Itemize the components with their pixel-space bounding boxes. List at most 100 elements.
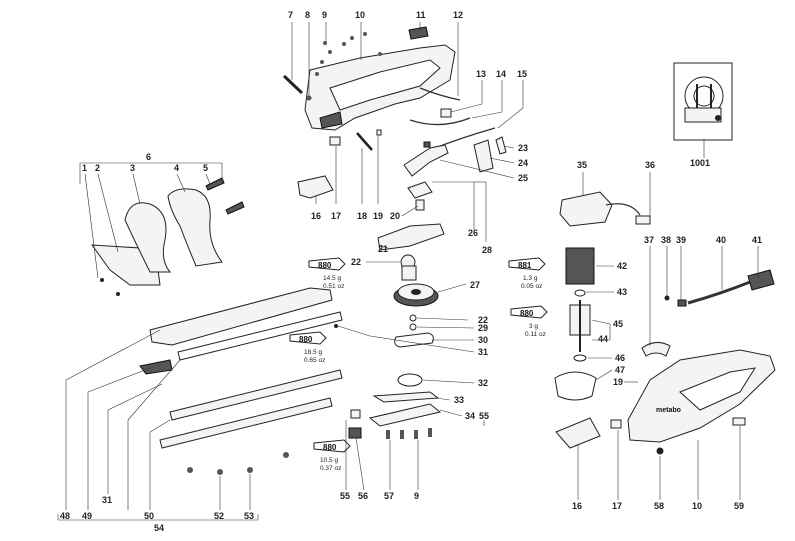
svg-text:3 g: 3 g	[529, 323, 538, 330]
svg-text:881: 881	[518, 261, 532, 270]
callout-20: 20	[390, 211, 400, 221]
svg-text:880: 880	[520, 309, 534, 318]
part-36	[635, 215, 651, 225]
svg-text:10.5 g: 10.5 g	[320, 457, 338, 464]
part-35-switch	[559, 191, 613, 227]
callout-9: 9	[322, 10, 327, 20]
part-11	[408, 26, 429, 40]
callout-54b: 55	[479, 411, 489, 421]
callout-4: 4	[174, 163, 179, 173]
callout-56: 56	[358, 491, 368, 501]
part-44-45-armature	[569, 300, 591, 352]
part-13	[440, 108, 452, 118]
part-1001-inset	[673, 62, 733, 141]
callout-22b: 22	[478, 315, 488, 325]
callout-38: 38	[661, 235, 671, 245]
grease-tube: 880 10.5 g 0.37 oz	[313, 439, 351, 472]
callout-19b: 19	[613, 377, 623, 387]
callout-6: 6	[146, 152, 151, 162]
callout-10b: 10	[692, 501, 702, 511]
grease-tube: 880 18.5 g 0.65 oz	[289, 331, 327, 364]
callout-9b: 9	[414, 491, 419, 501]
callout-58: 58	[654, 501, 664, 511]
part-57-9-screws	[386, 428, 432, 439]
callout-47: 47	[615, 365, 625, 375]
part-17	[329, 136, 341, 146]
callout-26: 26	[468, 228, 478, 238]
callout-50: 50	[144, 511, 154, 521]
callout-57: 57	[384, 491, 394, 501]
part-33-plate	[372, 391, 440, 403]
callout-23: 23	[518, 143, 528, 153]
callout-21: 21	[378, 244, 388, 254]
svg-text:0.51 oz: 0.51 oz	[323, 283, 344, 290]
part-34-plate	[368, 403, 442, 427]
part-16-trigger	[297, 175, 334, 199]
callout-45: 45	[613, 319, 623, 329]
part-43-bearing	[574, 289, 586, 297]
callout-1: 1	[82, 163, 87, 173]
callout-1001: 1001	[690, 158, 710, 168]
callout-13: 13	[476, 69, 486, 79]
callout-52: 52	[214, 511, 224, 521]
callout-24: 24	[518, 158, 528, 168]
callout-55: 55	[340, 491, 350, 501]
callout-59: 59	[734, 501, 744, 511]
svg-text:0.11 oz: 0.11 oz	[525, 331, 546, 338]
part-39	[677, 299, 687, 307]
part-24	[473, 139, 494, 173]
callout-35: 35	[577, 160, 587, 170]
svg-text:1.3 g: 1.3 g	[523, 275, 538, 282]
part-55	[350, 409, 361, 419]
callout-28: 28	[482, 245, 492, 255]
callout-18: 18	[357, 211, 367, 221]
callout-16: 16	[311, 211, 321, 221]
part-20-21-26-mechanism	[377, 181, 445, 281]
part-56	[348, 427, 362, 439]
callout-12: 12	[453, 10, 463, 20]
part-bar	[149, 287, 343, 361]
part-41-plug	[747, 269, 775, 291]
svg-text:0.37 oz: 0.37 oz	[320, 465, 341, 472]
callout-42: 42	[617, 261, 627, 271]
grease-tube: 881 1.3 g 0.05 oz	[508, 257, 546, 290]
part-17-lower	[610, 419, 622, 429]
part-22-washer	[409, 314, 417, 322]
callout-36: 36	[645, 160, 655, 170]
grease-tube: 880 14.5 g 0.51 oz	[308, 257, 346, 290]
callout-11: 11	[416, 10, 426, 20]
callout-8: 8	[305, 10, 310, 20]
callout-43: 43	[617, 287, 627, 297]
callout-41: 41	[752, 235, 762, 245]
leader-lines	[57, 22, 759, 521]
callout-33: 33	[454, 395, 464, 405]
part-8-9-screws	[306, 32, 382, 101]
brand-mark: metabo	[656, 407, 681, 414]
callout-19: 19	[373, 211, 383, 221]
part-14-clip	[423, 141, 431, 148]
part-19	[376, 129, 382, 136]
callout-29: 29	[478, 323, 488, 333]
svg-text:18.5 g: 18.5 g	[304, 349, 322, 356]
callout-7: 7	[288, 10, 293, 20]
svg-text:880: 880	[323, 443, 337, 452]
part-38	[664, 295, 670, 301]
part-1-6-guard	[90, 177, 245, 296]
callout-17b: 17	[612, 501, 622, 511]
part-31-pin	[334, 324, 338, 328]
part-12-cable	[419, 87, 461, 101]
part-58	[656, 447, 664, 455]
callout-5: 5	[203, 163, 208, 173]
callout-14: 14	[496, 69, 506, 79]
part-42-motor	[565, 247, 595, 285]
callout-48: 48	[60, 511, 70, 521]
callout-31b: 31	[102, 495, 112, 505]
part-59	[732, 417, 746, 426]
callout-10: 10	[355, 10, 365, 20]
part-52-53-screws	[187, 452, 289, 475]
callout-2: 2	[95, 163, 100, 173]
callout-46: 46	[615, 353, 625, 363]
part-32	[397, 373, 423, 387]
callout-30: 30	[478, 335, 488, 345]
